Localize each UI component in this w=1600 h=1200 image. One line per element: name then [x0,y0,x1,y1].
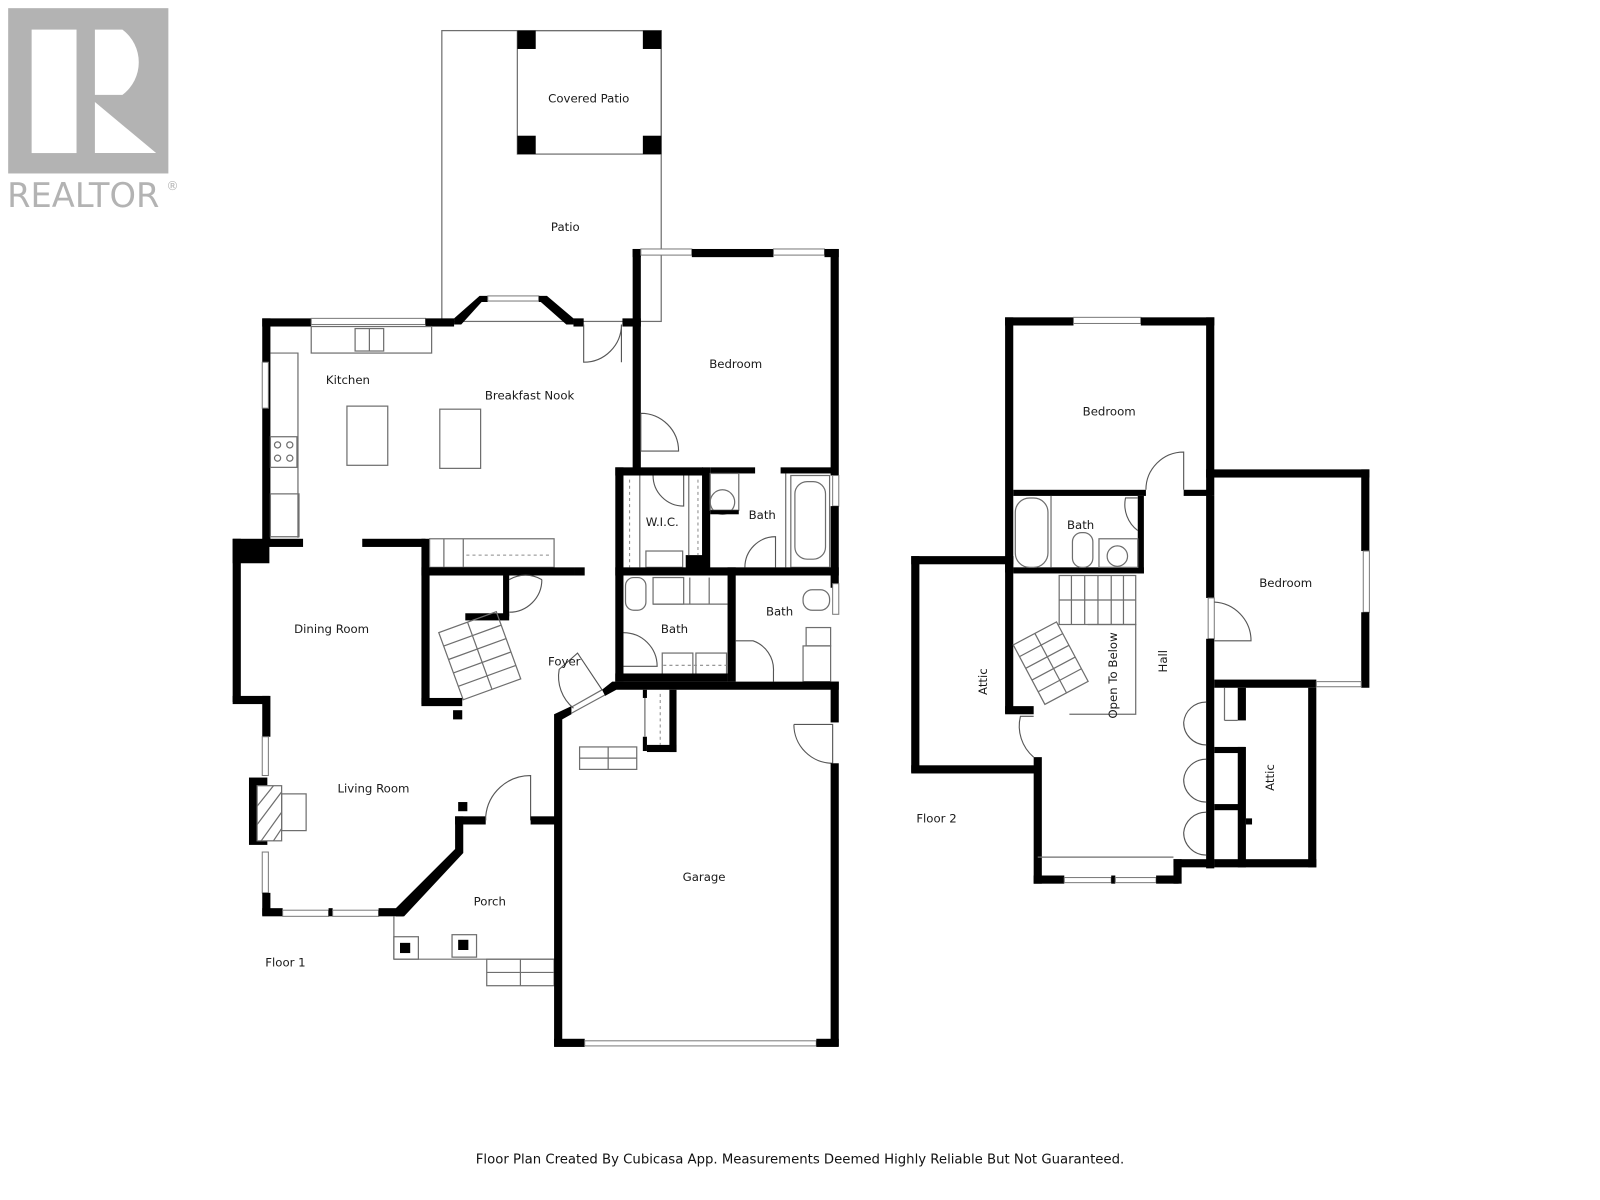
window [1362,550,1370,613]
window [832,475,840,507]
staircase-icon [1058,574,1137,626]
window [772,248,825,256]
door-icon [558,652,603,709]
staircase-icon [1012,621,1089,706]
post-icon [642,30,662,49]
room-label-living-room: Living Room [338,781,410,795]
door-icon [508,574,543,613]
covered-patio-outline [516,30,662,155]
post-icon [642,135,662,155]
room-label-dining-room: Dining Room [294,622,369,636]
garage-steps-icon [578,746,638,770]
registered-mark: ® [166,179,178,193]
door-icon [1018,715,1035,758]
kitchen-island [346,405,389,466]
door-icon [1145,451,1185,490]
kitchen-bench [428,538,555,568]
room-label-hall: Hall [1156,650,1170,673]
garage-door [584,1040,817,1047]
door-icon [735,640,775,682]
door-icon [623,632,658,667]
floor-1-plan: Covered Patio Patio Kitchen Breakfast No… [232,30,840,1047]
window [1207,597,1215,640]
room-label-kitchen: Kitchen [326,373,370,387]
door-icon [1124,497,1139,532]
room-label-bedroom: Bedroom [709,357,762,371]
stove-icon [269,436,298,468]
door-icon [1183,758,1207,803]
window [640,248,693,256]
room-label-foyer: Foyer [548,655,581,669]
realtor-logo-text: REALTOR [7,176,159,215]
floor-1-label: Floor 1 [265,955,305,969]
window [832,583,840,615]
window [332,909,380,917]
window [1063,877,1112,884]
toilet-icon [802,589,831,611]
room-label-bath-laundry: Bath [766,605,793,619]
room-label-attic-1: Attic [976,668,990,695]
sink-icon [652,576,685,605]
open-to-below-outline [1069,623,1137,715]
post-icon [517,135,536,155]
room-label-patio: Patio [551,220,580,234]
toilet-icon [624,576,647,611]
room-label-covered-patio: Covered Patio [548,91,629,105]
door-icon [640,412,680,452]
room-label-bedroom-1: Bedroom [1083,405,1136,419]
door-icon [793,723,834,764]
toilet-icon [1071,532,1094,568]
kitchen-counter [310,325,433,354]
floor-2-label: Floor 2 [916,811,956,825]
staircase-icon [437,610,522,701]
fireplace-icon [256,785,307,842]
room-label-garage: Garage [683,870,726,884]
window [1114,877,1157,884]
door-icon [652,475,685,507]
door-icon [1183,701,1207,746]
room-label-bath-half: Bath [661,622,688,636]
nook-table [439,408,482,469]
window [261,851,269,894]
door-icon [583,324,622,363]
room-label-wic: W.I.C. [646,515,679,529]
room-label-porch: Porch [474,895,506,909]
sink-icon [1106,545,1129,567]
fridge-icon [269,493,300,538]
door-icon [744,536,777,568]
window [1072,316,1142,324]
post-icon [517,30,536,49]
window [310,317,427,325]
room-label-bedroom-2: Bedroom [1259,576,1312,590]
patio-outline [441,30,662,323]
window [487,295,540,302]
door-icon [1183,811,1207,856]
window [261,736,269,777]
room-label-breakfast-nook: Breakfast Nook [485,388,575,402]
window [261,361,269,409]
footer-disclaimer: Floor Plan Created By Cubicasa App. Meas… [476,1152,1124,1167]
room-label-open-to-below: Open To Below [1106,632,1120,719]
floor-2-plan: Bedroom Bath Bedroom Attic Open To Below… [911,316,1370,884]
door-icon [485,774,532,821]
realtor-logo: REALTOR ® [7,8,179,215]
bathtub-icon [1014,497,1049,568]
door-icon [1214,601,1252,642]
room-label-bath-ensuite: Bath [749,508,776,522]
window [282,909,330,917]
room-label-attic-2: Attic [1263,764,1277,791]
porch-steps-icon [486,958,555,987]
room-label-bath: Bath [1067,518,1094,532]
window [1315,681,1362,688]
